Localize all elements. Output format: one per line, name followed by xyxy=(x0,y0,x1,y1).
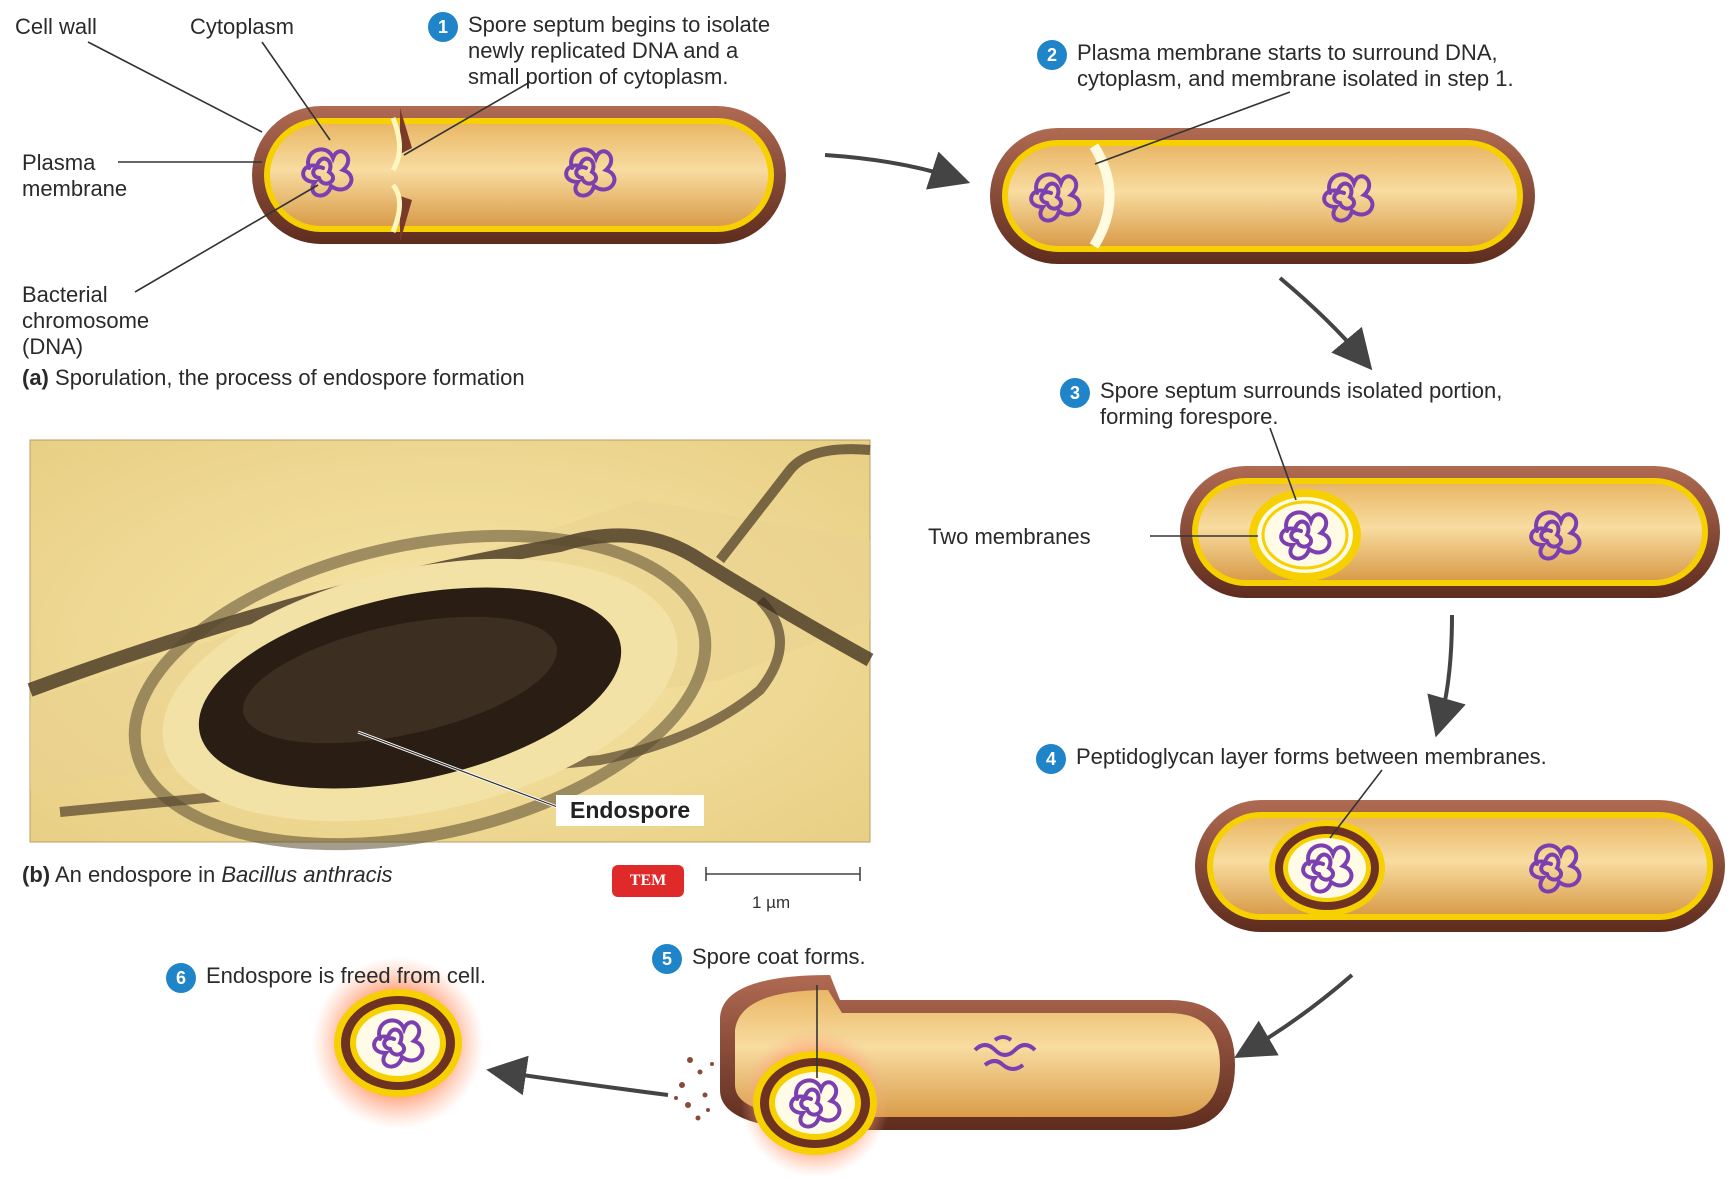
label-line: chromosome xyxy=(22,308,149,334)
label-cell-wall: Cell wall xyxy=(15,14,97,40)
step-3-number-badge: 3 xyxy=(1060,378,1090,408)
cell-stage-3 xyxy=(1180,466,1720,598)
scale-bar xyxy=(706,867,860,881)
tem-badge: TEM xyxy=(612,865,684,897)
step-5: 5 Spore coat forms. xyxy=(652,944,866,974)
step-1-line: small portion of cytoplasm. xyxy=(468,64,770,90)
caption-a-letter: (a) xyxy=(22,365,49,390)
cell-stage-4 xyxy=(1195,800,1725,932)
cell-debris xyxy=(674,1057,714,1121)
step-1: 1 Spore septum begins to isolate newly r… xyxy=(428,12,770,90)
step-1-number-badge: 1 xyxy=(428,12,458,42)
caption-b-letter: (b) xyxy=(22,862,50,887)
label-line: Bacterial xyxy=(22,282,149,308)
step-4: 4 Peptidoglycan layer forms between memb… xyxy=(1036,744,1547,774)
caption-b-text: An endospore in xyxy=(55,862,215,887)
step-2-line: cytoplasm, and membrane isolated in step… xyxy=(1077,66,1514,92)
step-4-number-badge: 4 xyxy=(1036,744,1066,774)
step-3: 3 Spore septum surrounds isolated portio… xyxy=(1060,378,1502,430)
cell-stage-2 xyxy=(990,128,1535,264)
step-6-number-badge: 6 xyxy=(166,963,196,993)
step-6-line: Endospore is freed from cell. xyxy=(206,963,486,989)
label-line: (DNA) xyxy=(22,334,149,360)
micrograph-tem xyxy=(30,440,870,892)
label-plasma-membrane: Plasma membrane xyxy=(22,150,127,202)
label-two-membranes: Two membranes xyxy=(928,524,1091,550)
step-1-line: newly replicated DNA and a xyxy=(468,38,770,64)
step-4-line: Peptidoglycan layer forms between membra… xyxy=(1076,744,1547,770)
step-1-line: Spore septum begins to isolate xyxy=(468,12,770,38)
label-endospore: Endospore xyxy=(556,795,704,826)
step-2-number-badge: 2 xyxy=(1037,40,1067,70)
cell-stage-5 xyxy=(674,975,1235,1177)
step-2-line: Plasma membrane starts to surround DNA, xyxy=(1077,40,1514,66)
step-5-line: Spore coat forms. xyxy=(692,944,866,970)
step-2: 2 Plasma membrane starts to surround DNA… xyxy=(1037,40,1514,92)
caption-a-text: Sporulation, the process of endospore fo… xyxy=(55,365,525,390)
label-bacterial-chromosome: Bacterial chromosome (DNA) xyxy=(22,282,149,360)
caption-a: (a) Sporulation, the process of endospor… xyxy=(22,365,525,391)
label-line: membrane xyxy=(22,176,127,202)
scale-label: 1 µm xyxy=(752,893,790,913)
caption-b-species: Bacillus anthracis xyxy=(221,862,392,887)
step-6: 6 Endospore is freed from cell. xyxy=(166,963,486,993)
step-3-line: Spore septum surrounds isolated portion, xyxy=(1100,378,1502,404)
label-line: Plasma xyxy=(22,150,127,176)
step-3-line: forming forespore. xyxy=(1100,404,1502,430)
step-5-number-badge: 5 xyxy=(652,944,682,974)
caption-b: (b) An endospore in Bacillus anthracis xyxy=(22,862,393,888)
cell-stage-1 xyxy=(252,106,786,244)
label-cytoplasm: Cytoplasm xyxy=(190,14,294,40)
